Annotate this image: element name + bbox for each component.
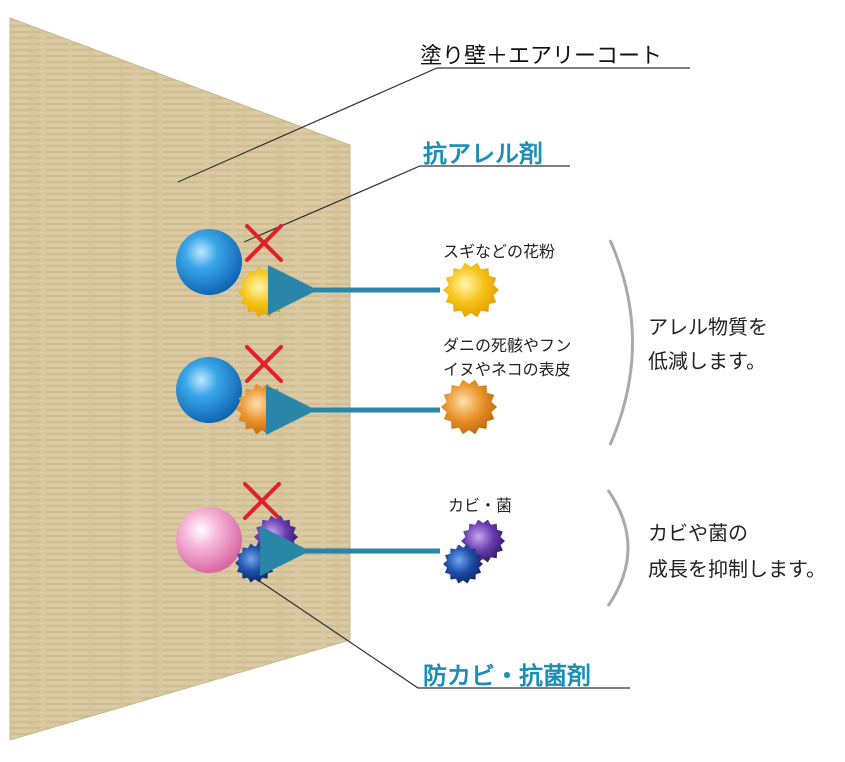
- allergen-effect-line1: アレル物質を: [648, 315, 768, 339]
- leader-line-wall: [177, 67, 690, 183]
- allergen-effect-line2: 低減します。: [648, 349, 766, 373]
- leader-line-anti-allergen: [243, 165, 570, 243]
- mite-particle: [441, 379, 497, 435]
- mite-label-line2: イヌやネコの表皮: [443, 360, 571, 379]
- bacteria-particle: [443, 544, 483, 584]
- microbe-effect-line1: カビや菌の: [648, 521, 748, 545]
- mold-label: カビ・菌: [448, 496, 513, 515]
- microbe-effect-line2: 成長を抑制します。: [648, 557, 826, 581]
- microbe-bracket: [606, 489, 630, 607]
- pink-agent-ball: [176, 507, 242, 573]
- cross-mark: [245, 224, 283, 262]
- blue-agent-ball: [176, 357, 242, 423]
- anti-allergen-label: 抗アレル剤: [423, 140, 543, 168]
- mite-label-line1: ダニの死骸やフン: [443, 336, 572, 355]
- blue-agent-ball: [176, 229, 242, 295]
- cross-mark: [243, 482, 281, 520]
- pollen-particle: [443, 262, 499, 318]
- wall-coat-label: 塗り壁＋エアリーコート: [420, 44, 663, 69]
- allergen-bracket: [608, 239, 634, 446]
- pollen-label: スギなどの花粉: [443, 242, 556, 261]
- antifungal-label: 防カビ・抗菌剤: [423, 662, 591, 690]
- leader-line-antifungal: [251, 575, 630, 689]
- cross-mark: [245, 345, 283, 383]
